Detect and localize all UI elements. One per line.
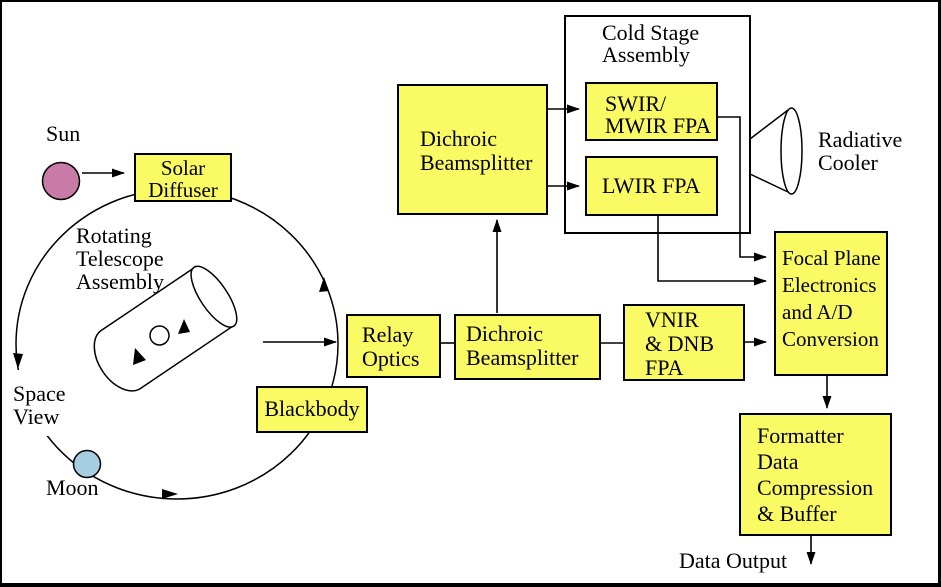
- telescope-rotation-marker: [178, 319, 190, 334]
- node-vnir-dnb-fpa: VNIR & DNB FPA: [623, 304, 745, 381]
- moon-icon: [72, 449, 102, 479]
- rotation-arrowhead-bottom: [162, 489, 178, 499]
- label-space-view: Space View: [13, 381, 66, 429]
- node-lwir-fpa: LWIR FPA: [585, 156, 718, 216]
- node-formatter: Formatter Data Compression & Buffer: [739, 413, 892, 536]
- rotation-arrowhead-left: [13, 353, 23, 369]
- radiative-cooler-cone: [749, 107, 803, 195]
- node-blackbody: Blackbody: [256, 386, 368, 433]
- node-focal-plane-electronics: Focal Plane Electronics and A/D Conversi…: [774, 231, 888, 376]
- node-dichroic-beamsplitter-vis: Dichroic Beamsplitter: [454, 314, 601, 380]
- node-cold-stage-assembly: Cold Stage Assembly: [564, 15, 751, 234]
- label-rotating-telescope-assembly: Rotating Telescope Assembly: [76, 223, 164, 294]
- telescope-rotation-marker: [133, 348, 146, 365]
- node-solar-diffuser: Solar Diffuser: [134, 153, 232, 202]
- node-relay-optics: Relay Optics: [346, 314, 441, 378]
- telescope-axis-circle: [149, 325, 170, 346]
- arrow-swir-to-fpe: [718, 116, 767, 262]
- node-swir-mwir-fpa: SWIR/ MWIR FPA: [585, 82, 718, 141]
- rotation-arrowhead-right: [319, 277, 329, 292]
- label-data-output: Data Output: [679, 548, 788, 573]
- label-moon: Moon: [46, 475, 99, 500]
- label-radiative-cooler: Radiative Cooler: [818, 127, 903, 175]
- arrow-lwir-to-fpe: [657, 216, 767, 286]
- telescope-aperture: [190, 265, 238, 328]
- sun-icon: [41, 161, 81, 201]
- node-dichroic-beamsplitter-ir: Dichroic Beamsplitter: [397, 84, 548, 215]
- label-sun: Sun: [46, 121, 81, 146]
